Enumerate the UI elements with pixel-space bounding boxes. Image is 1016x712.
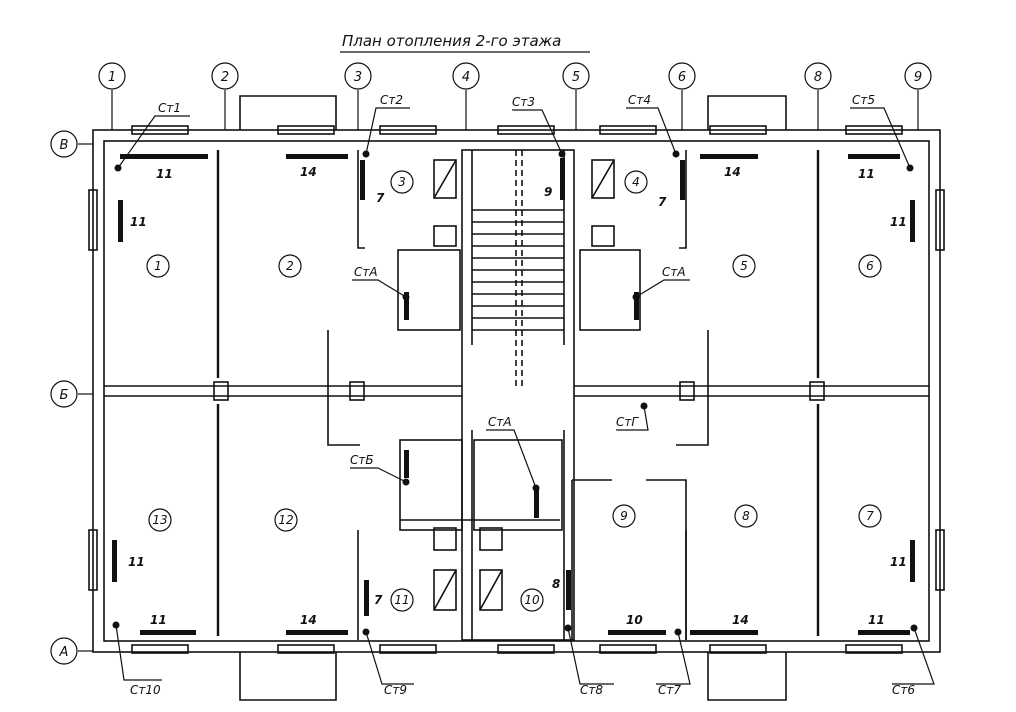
- radiator-count-11-f: 11: [150, 613, 167, 627]
- room-1: 1: [154, 259, 162, 273]
- axis-label-8: 8: [814, 70, 822, 85]
- radiator-count-14-d: 14: [732, 613, 749, 627]
- room-3: 3: [398, 175, 406, 189]
- room-9: 9: [620, 509, 628, 523]
- riser-label-st4: Ст4: [628, 93, 651, 107]
- riser-label-st6: Ст6: [892, 683, 915, 697]
- room-10: 10: [524, 593, 540, 607]
- room-2: 2: [286, 259, 294, 273]
- axis-label-2: 2: [221, 70, 229, 85]
- room-13: 13: [152, 513, 167, 527]
- radiator-count-7-a: 7: [376, 191, 385, 205]
- radiator-count-10: 10: [626, 613, 643, 627]
- room-12: 12: [278, 513, 293, 527]
- axis-label-4: 4: [462, 70, 470, 85]
- radiator-count-14-a: 14: [300, 165, 317, 179]
- axis-label-5: 5: [572, 70, 580, 85]
- axis-label-v: В: [60, 138, 69, 153]
- radiator-count-7-b: 7: [658, 195, 667, 209]
- axis-label-1: 1: [108, 70, 116, 85]
- axis-label-9: 9: [914, 70, 922, 85]
- riser-label-st2: Ст2: [380, 93, 403, 107]
- radiator-count-7-c: 7: [374, 593, 383, 607]
- riser-label-stb: СтБ: [350, 453, 374, 467]
- plan-title: План отопления 2-го этажа: [342, 32, 561, 50]
- riser-label-st5: Ст5: [852, 93, 875, 107]
- radiator-count-11-g: 11: [890, 555, 907, 569]
- riser-label-st9: Ст9: [384, 683, 407, 697]
- riser-label-st7: Ст7: [658, 683, 681, 697]
- radiator-count-11-d: 11: [890, 215, 907, 229]
- riser-label-sta-right: СтА: [662, 265, 686, 279]
- radiator-count-11-e: 11: [128, 555, 145, 569]
- radiator-count-8: 8: [552, 577, 560, 591]
- radiator-count-11-c: 11: [858, 167, 875, 181]
- room-11: 11: [394, 593, 409, 607]
- riser-label-sta-lower: СтА: [488, 415, 512, 429]
- riser-label-stg: СтГ: [616, 415, 639, 429]
- riser-label-st8: Ст8: [580, 683, 603, 697]
- room-8: 8: [742, 509, 750, 523]
- axis-label-b: Б: [60, 388, 69, 403]
- room-5: 5: [740, 259, 748, 273]
- room-6: 6: [866, 259, 874, 273]
- radiator-count-14-b: 14: [724, 165, 741, 179]
- riser-label-st3: Ст3: [512, 95, 535, 109]
- riser-label-sta-left: СтА: [354, 265, 378, 279]
- axis-label-a: А: [59, 645, 69, 660]
- axis-label-3: 3: [354, 70, 362, 85]
- room-7: 7: [866, 509, 874, 523]
- radiator-count-11-b: 11: [130, 215, 147, 229]
- radiator-count-14-c: 14: [300, 613, 317, 627]
- axis-label-6: 6: [678, 70, 686, 85]
- radiator-count-9: 9: [544, 185, 552, 199]
- radiator-count-11-a: 11: [156, 167, 173, 181]
- room-4: 4: [632, 175, 640, 189]
- riser-label-st1: Ст1: [158, 101, 181, 115]
- radiator-count-11-h: 11: [868, 613, 885, 627]
- riser-label-st10: Ст10: [130, 683, 161, 697]
